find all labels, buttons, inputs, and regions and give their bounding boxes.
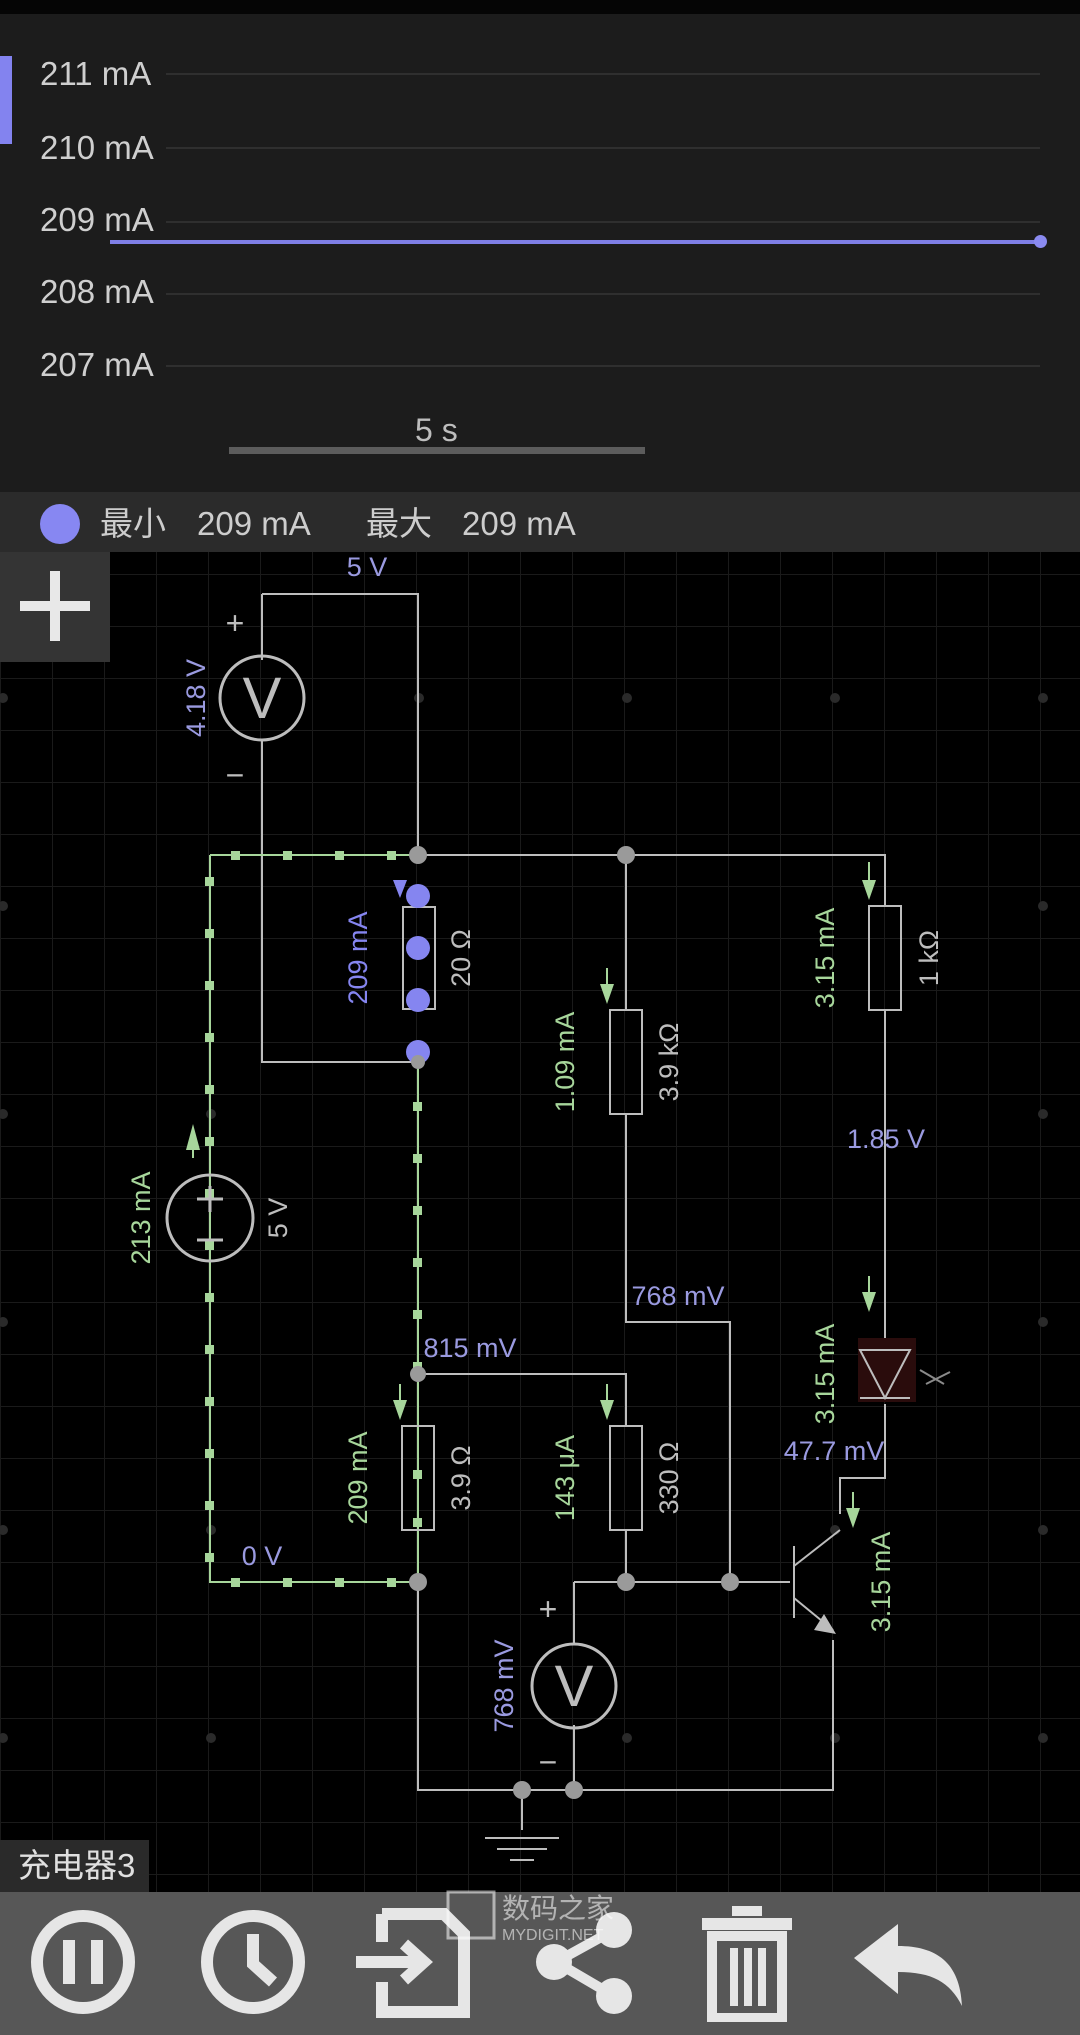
graph-selection-indicator [0,56,12,144]
min-value: 209 mA [197,505,311,542]
node-voltage-815: 815 mV [423,1333,516,1363]
r20-value: 20 Ω [446,929,476,987]
current-path [209,854,419,1583]
circuit-schematic[interactable]: V + − 4.18 V 5 V 209 mA 20 Ω 213 mA 5 V … [0,552,1080,1892]
y-tick-label: 210 mA [40,129,154,166]
minus-sign: − [539,1744,558,1780]
current-arrow [186,1124,200,1150]
plus-sign: + [539,1591,558,1627]
voltmeter2-reading: 768 mV [489,1639,519,1732]
max-label: 最大 [366,505,432,542]
graph-legend: 最小 209 mA 最大 209 mA [0,492,1080,552]
time-scale-bar [229,447,645,454]
source-current: 213 mA [126,1171,156,1264]
voltmeter1-reading: 4.18 V [181,659,211,737]
wires [261,593,886,1861]
led-glow [858,1338,916,1402]
voltmeter-symbol: V [243,666,282,731]
r330-value: 330 Ω [654,1442,684,1515]
max-value: 209 mA [462,505,576,542]
y-tick-label: 209 mA [40,201,154,238]
gridline [166,73,1040,75]
share-icon[interactable] [518,1902,648,2022]
bottom-toolbar [0,1892,1080,2035]
circuit-canvas[interactable]: V + − 4.18 V 5 V 209 mA 20 Ω 213 mA 5 V … [0,552,1080,1892]
led [858,1349,912,1401]
export-icon[interactable] [352,1902,482,2022]
r1k-current: 3.15 mA [810,908,840,1009]
gridline [166,293,1040,295]
pause-icon[interactable] [18,1902,148,2022]
resistor-3-9k [609,1009,643,1115]
node-voltage-768: 768 mV [631,1281,724,1311]
trace-endpoint [1034,235,1047,248]
resistor-3-9ohm [401,1425,435,1531]
nodes [409,846,739,1799]
grid-background [0,552,1080,1892]
y-tick-label: 208 mA [40,273,154,310]
r39k-value: 3.9 kΩ [654,1023,684,1102]
node-voltage-1-85: 1.85 V [847,1124,925,1154]
gridline [166,147,1040,149]
grid-dots [0,693,1048,1743]
min-label: 最小 [100,505,166,542]
ground-voltage: 0 V [242,1541,283,1571]
time-scale-label: 5 s [415,412,458,448]
plus-sign: + [226,605,245,641]
source-voltage: 5 V [263,1198,293,1239]
selected-current-dots [406,884,430,1064]
current-graph[interactable]: 211 mA 210 mA 209 mA 208 mA 207 mA 5 s [0,14,1080,492]
resistor-330ohm [609,1425,643,1531]
watermark-text-en: MYDIGIT.NET [502,1927,604,1944]
voltmeter-1: V + − [218,605,306,793]
watermark-logo-icon [446,1890,496,1940]
gridline [166,221,1040,223]
resistor-1k [868,905,902,1011]
r39-value: 3.9 Ω [446,1445,476,1510]
r20-current: 209 mA [343,911,373,1004]
transistor-current: 3.15 mA [866,1532,896,1633]
trash-icon[interactable] [682,1902,812,2022]
led-current: 3.15 mA [810,1324,840,1425]
undo-icon[interactable] [850,1902,980,2022]
supply-voltage-label: 5 V [347,552,388,582]
r39k-current: 1.09 mA [550,1012,580,1113]
y-tick-label: 207 mA [40,346,154,383]
y-tick-label: 211 mA [40,55,152,92]
add-component-button[interactable] [0,552,110,662]
r330-current: 143 μA [550,1435,580,1521]
r1k-value: 1 kΩ [914,930,944,986]
current-arrow [393,880,407,898]
voltmeter-symbol: V [555,1654,594,1719]
voltmeter-2: V + − [530,1591,618,1780]
node-voltage-47-7: 47.7 mV [784,1436,885,1466]
r39-current: 209 mA [343,1431,373,1524]
watermark: 数码之家 MYDIGIT.NET [446,1890,614,1944]
circuit-name: 充电器3 [0,1840,150,1892]
gridline [166,365,1040,367]
voltage-source [165,1173,255,1263]
status-strip [0,0,1080,14]
minus-sign: − [226,757,245,793]
watermark-text-cn: 数码之家 [502,1893,614,1924]
series-color-dot [40,504,80,544]
current-trace [110,240,1040,244]
clock-icon[interactable] [188,1902,318,2022]
